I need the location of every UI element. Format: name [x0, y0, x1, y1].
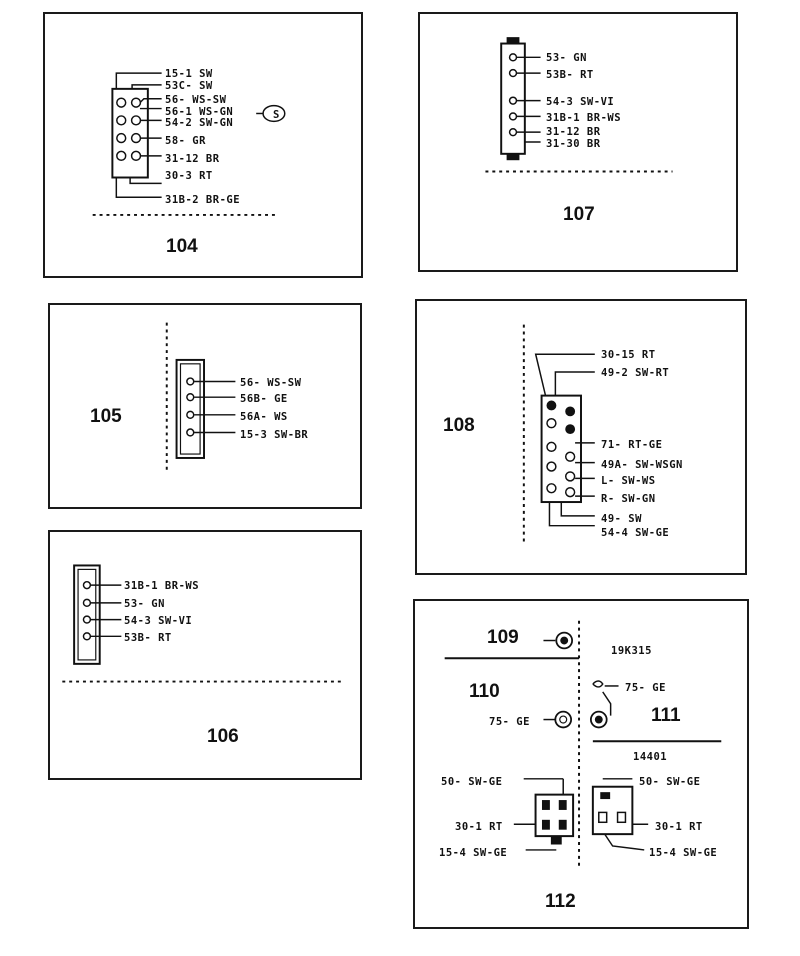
wire-label: 54-3 SW-VI: [124, 615, 193, 627]
connector-106-drawing: [62, 564, 344, 683]
wire-label: 58- GR: [165, 135, 206, 147]
wire-label: 31B-1 BR-WS: [124, 580, 200, 592]
wire-label: 15-3 SW-BR: [240, 429, 309, 441]
diagram-number: 105: [90, 406, 122, 427]
connector-108-drawing: [522, 324, 595, 546]
wire-label: 15-1 SW: [165, 68, 213, 80]
diagram-number: 107: [563, 204, 595, 225]
panel-104: 15-1 SW 53C- SW 56- WS-SW 56-1 WS-GN 54-…: [43, 12, 363, 278]
wire-label: 75- GE: [489, 716, 530, 728]
wire-label: 54-2 SW-GN: [165, 117, 234, 129]
wire-label: 56B- GE: [240, 393, 288, 405]
wire-label: 30-1 RT: [455, 821, 503, 833]
wire-label: 53B- RT: [124, 632, 172, 644]
wire-label: 56- WS-SW: [165, 94, 227, 106]
wire-label: 53C- SW: [165, 80, 213, 92]
wire-label: 75- GE: [625, 682, 666, 694]
diagram-number: 111: [651, 705, 681, 726]
connector-104-drawing: [92, 72, 286, 216]
wire-label: 31B-1 BR-WS: [546, 112, 622, 124]
panel-106: 31B-1 BR-WS 53- GN 54-3 SW-VI 53B- RT 10…: [48, 530, 362, 780]
diagram-number: 108: [443, 415, 475, 436]
wire-label: 31-30 BR: [546, 138, 601, 150]
wire-label: 56-1 WS-GN: [165, 106, 234, 118]
connectors-109-112-drawing: [444, 620, 722, 866]
symbol-s: S: [273, 109, 280, 121]
wire-label: 15-4 SW-GE: [649, 847, 718, 859]
wire-label: 71- RT-GE: [601, 439, 663, 451]
diagram-number: 110: [469, 681, 500, 702]
wire-label: 31-12 BR: [165, 153, 220, 165]
wire-label: 53B- RT: [546, 69, 594, 81]
connector-107-drawing: [485, 37, 673, 173]
diagram-number: 109: [487, 627, 519, 648]
wire-label: 15-4 SW-GE: [439, 847, 508, 859]
panel-109-112: 109 19K315 110 75- GE 75- GE 111 14401 5…: [413, 599, 749, 929]
panel-105: 56- WS-SW 56B- GE 56A- WS 15-3 SW-BR 105: [48, 303, 362, 509]
wire-label: 31-12 BR: [546, 126, 601, 138]
wire-label: 53- GN: [124, 598, 165, 610]
diagram-number: 106: [207, 726, 239, 747]
part-number: 14401: [633, 751, 668, 763]
diagram-number: 104: [166, 236, 198, 257]
wire-label: R- SW-GN: [601, 493, 656, 505]
wire-label: 54-4 SW-GE: [601, 527, 670, 539]
connector-105-drawing: [165, 322, 236, 474]
wire-label: 50- SW-GE: [639, 776, 701, 788]
wire-label: 49A- SW-WSGN: [601, 459, 683, 471]
wire-label: 30-15 RT: [601, 349, 656, 361]
part-number: 19K315: [611, 645, 652, 657]
wire-label: 30-1 RT: [655, 821, 703, 833]
diagram-number: 112: [545, 891, 576, 912]
wire-label: 49- SW: [601, 513, 642, 525]
panel-108: 30-15 RT 49-2 SW-RT 71- RT-GE 49A- SW-WS…: [415, 299, 747, 575]
wire-label: 49-2 SW-RT: [601, 367, 670, 379]
panel-107: 53- GN 53B- RT 54-3 SW-VI 31B-1 BR-WS 31…: [418, 12, 738, 272]
wire-label: 50- SW-GE: [441, 776, 503, 788]
wire-label: 31B-2 BR-GE: [165, 194, 241, 206]
wire-label: 56- WS-SW: [240, 377, 302, 389]
wire-label: L- SW-WS: [601, 475, 656, 487]
wire-label: 56A- WS: [240, 411, 288, 423]
wire-label: 54-3 SW-VI: [546, 96, 615, 108]
wire-label: 53- GN: [546, 52, 587, 64]
wire-label: 30-3 RT: [165, 170, 213, 182]
